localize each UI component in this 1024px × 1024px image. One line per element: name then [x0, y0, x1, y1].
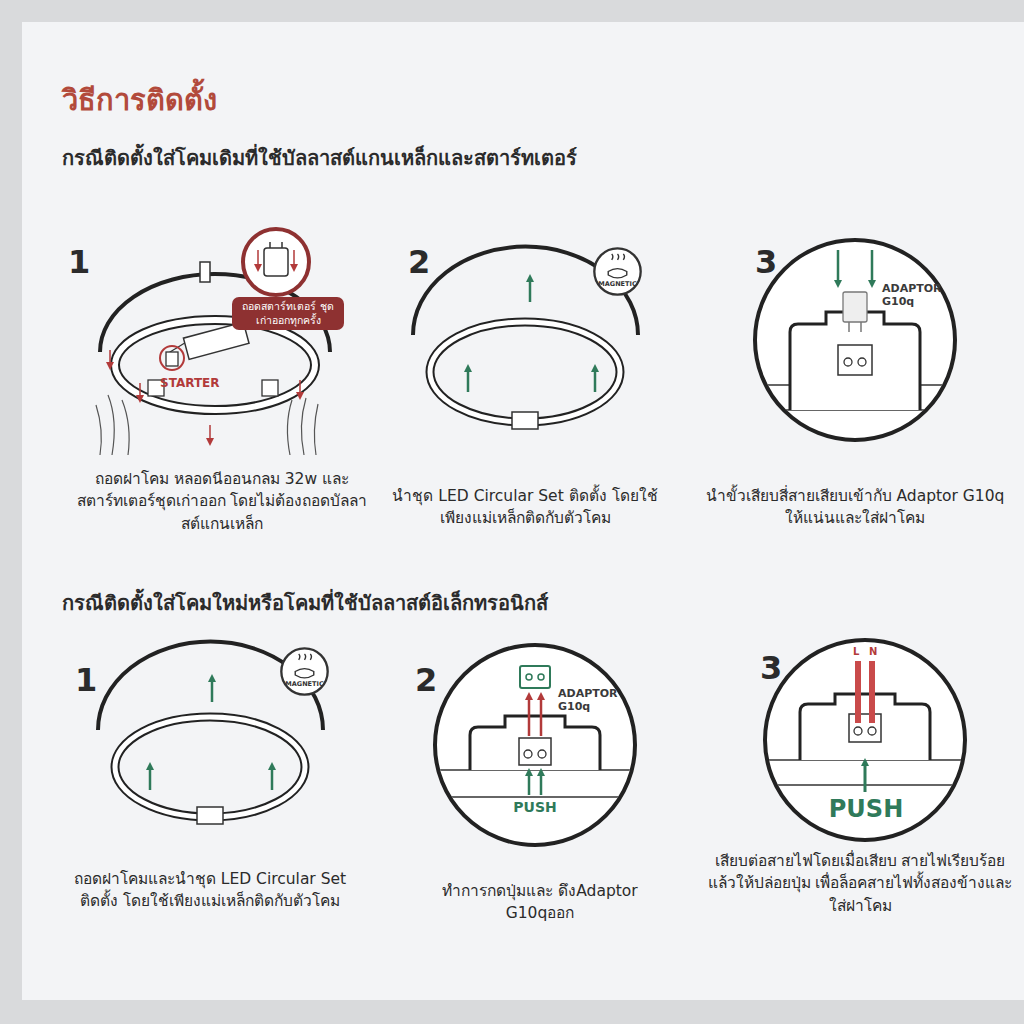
up-arrow: [594, 368, 597, 392]
led-ring: [115, 717, 305, 817]
step-number: 3: [760, 652, 782, 684]
adaptor-zoom-figure: [750, 240, 960, 440]
step-number: 2: [415, 664, 437, 696]
pin-name: N: [869, 647, 877, 657]
step-number: 2: [408, 246, 430, 278]
badge-circle: [592, 246, 643, 297]
down-arrow: [293, 250, 295, 268]
down-arrow: [257, 250, 259, 268]
badge-text: MAGNETIC: [598, 280, 636, 288]
step-caption: นำชุด LED Circular Set ติดตั้ง โดยใช้เพี…: [390, 485, 660, 530]
step-number: 3: [755, 246, 777, 278]
hand: [287, 398, 318, 455]
starter-zoom: [243, 229, 309, 295]
up-arrow: [271, 766, 274, 790]
part-name: ADAPTOR G10q: [558, 688, 620, 713]
step-caption: เสียบต่อสายไฟโดยเมื่อเสียบ สายไฟเรียบร้อ…: [705, 850, 1015, 917]
led-ring-inner: [430, 322, 620, 422]
starter-zoom-body: [264, 248, 288, 276]
neon-ring: [115, 320, 315, 410]
wire-connect-figure: [760, 640, 970, 840]
hand: [96, 395, 129, 455]
step-caption: ถอดฝาโคมและนำชุด LED Circular Set ติดตั้…: [70, 868, 350, 913]
section-heading: กรณีติดตั้งใส่โคมใหม่หรือโคมที่ใช้บัลลาส…: [62, 590, 548, 616]
step-number: 1: [75, 664, 97, 696]
section-heading: กรณีติดตั้งใส่โคมเดิมที่ใช้บัลลาสต์แกนเห…: [62, 145, 577, 171]
magnetic-badge: MAGNETIC: [279, 646, 330, 697]
push-label: PUSH: [806, 796, 926, 822]
up-arrow: [529, 278, 532, 302]
neon-ring-inner: [115, 320, 315, 410]
step-caption: ทำการกดปุ่มและ ดึงAdaptor G10qออก: [415, 880, 665, 925]
led-ring: [430, 322, 620, 422]
up-arrow: [211, 678, 214, 702]
step-caption: ถอดฝาโคม หลอดนีออนกลม 32w และ สตาร์ทเตอร…: [72, 468, 372, 535]
connector: [197, 807, 223, 824]
led-ring-inner: [115, 717, 305, 817]
connector: [512, 412, 538, 429]
down-arrow: [209, 425, 211, 442]
old-lamp-figure: [96, 229, 330, 455]
starter-body: [166, 352, 178, 366]
callout-text: ถอดสตาร์ทเตอร์ ชุดเก่าออกทุกครั้ง: [236, 300, 340, 327]
magnetic-badge: MAGNETIC: [592, 246, 643, 297]
badge-circle: [279, 646, 330, 697]
down-arrow: [109, 350, 111, 366]
up-arrow: [467, 368, 470, 392]
down-arrow: [139, 383, 141, 399]
badge-text: MAGNETIC: [285, 680, 323, 688]
callout-box: ถอดสตาร์ทเตอร์ ชุดเก่าออกทุกครั้ง: [232, 297, 344, 330]
part-name: ADAPTOR G10q: [882, 283, 944, 308]
up-arrow: [149, 766, 152, 790]
adaptor-removal-figure: [430, 645, 640, 845]
down-arrow: [299, 380, 301, 396]
step-number: 1: [68, 246, 90, 278]
lamp-clip: [200, 262, 210, 282]
push-label: PUSH: [495, 800, 575, 815]
step-caption: นำขั้วเสียบสี่สายเสียบเข้ากับ Adaptor G1…: [705, 485, 1005, 530]
pin-name: L: [853, 647, 859, 657]
ring-holder: [262, 380, 278, 396]
starter-mark: [160, 346, 184, 370]
page-title: วิธีการติดตั้ง: [62, 82, 217, 120]
part-name: STARTER: [160, 377, 220, 389]
